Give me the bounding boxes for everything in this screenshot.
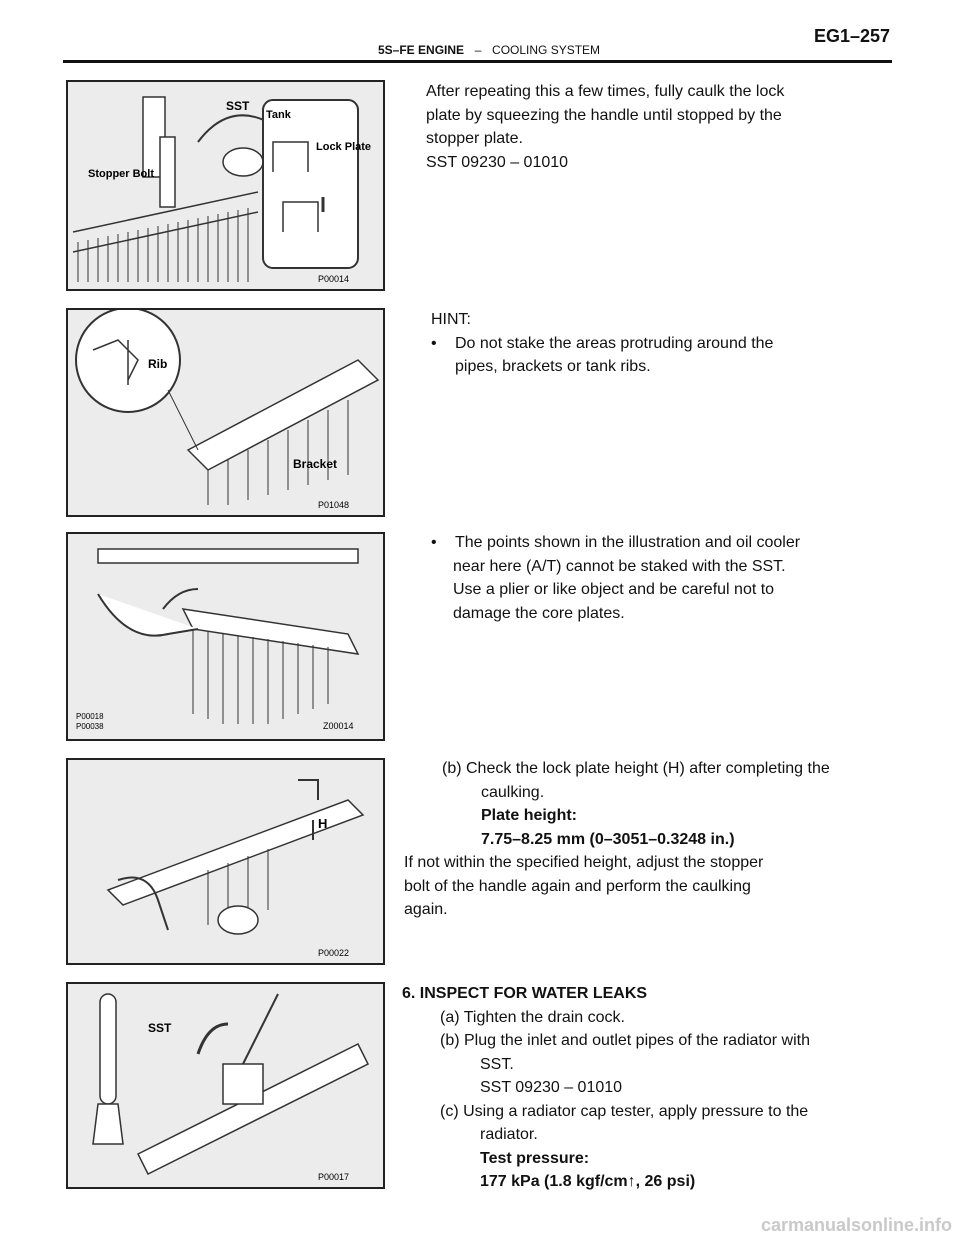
label-h: H (318, 816, 327, 831)
step-b: (b) Check the lock plate height (H) afte… (442, 760, 830, 777)
hint-label: HINT: (431, 311, 471, 328)
figure-caulking-sst: SST Tank Lock Plate Stopper Bolt P00014 (66, 80, 385, 291)
step-c: (c) Using a radiator cap tester, apply p… (440, 1102, 809, 1120)
spec-value: 7.75–8.25 mm (0–3051–0.3248 in.) (481, 830, 735, 848)
section-heading: 6. INSPECT FOR WATER LEAKS (402, 985, 648, 1002)
step-b: (b) Plug the inlet and outlet pipes of t… (440, 1032, 810, 1049)
hint-block: HINT: •Do not stake the areas protruding… (431, 308, 773, 379)
label-lock-plate: Lock Plate (316, 141, 371, 153)
label-stopper-bolt: Stopper Bolt (88, 168, 154, 180)
section-water-leaks: 6. INSPECT FOR WATER LEAKS (a) Tighten t… (402, 982, 810, 1194)
figure-code: P00018 (76, 712, 104, 721)
watermark: carmanualsonline.info (760, 1215, 952, 1235)
figure-plate-height: H P00022 (66, 758, 385, 965)
figure-plier-staking: P00018 P00038 Z00014 (66, 532, 385, 741)
header-dash: – (474, 43, 482, 57)
text-caulk-instruction: After repeating this a few times, fully … (426, 80, 784, 174)
figure-code-2: Z00014 (323, 721, 354, 731)
bullet-icon: • (431, 534, 437, 551)
label-sst: SST (226, 99, 250, 113)
figure-code: P01048 (318, 500, 349, 510)
spec-label: Test pressure: (480, 1149, 590, 1167)
running-header: 5S–FE ENGINE–COOLING SYSTEM (378, 43, 600, 57)
svg-text:P00038: P00038 (76, 722, 104, 731)
figure-code: P00022 (318, 948, 349, 958)
label-rib: Rib (148, 357, 167, 371)
bullet-icon: • (431, 334, 437, 352)
label-sst: SST (148, 1021, 172, 1035)
label-bracket: Bracket (293, 457, 337, 471)
subsection-title: COOLING SYSTEM (492, 43, 601, 57)
page-number: EG1–257 (813, 26, 890, 46)
label-tank: Tank (266, 109, 292, 121)
figure-code: P00017 (318, 1172, 349, 1182)
section-title: 5S–FE ENGINE (378, 43, 465, 57)
step-a: (a) Tighten the drain cock. (440, 1008, 625, 1026)
figure-leak-test: SST P00017 (66, 982, 385, 1189)
header-rule (63, 60, 892, 63)
sst-number: SST 09230 – 01010 (480, 1079, 623, 1096)
figure-rib-bracket: Rib Bracket P01048 (66, 308, 385, 517)
spec-value: 177 kPa (1.8 kgf/cm↑, 26 psi) (480, 1173, 696, 1190)
text-plate-height: (b) Check the lock plate height (H) afte… (404, 757, 830, 922)
spec-label: Plate height: (481, 807, 578, 824)
sst-number: SST 09230 – 01010 (426, 153, 569, 171)
text-plier-note: •The points shown in the illustration an… (431, 531, 800, 625)
figure-code: P00014 (318, 274, 349, 284)
